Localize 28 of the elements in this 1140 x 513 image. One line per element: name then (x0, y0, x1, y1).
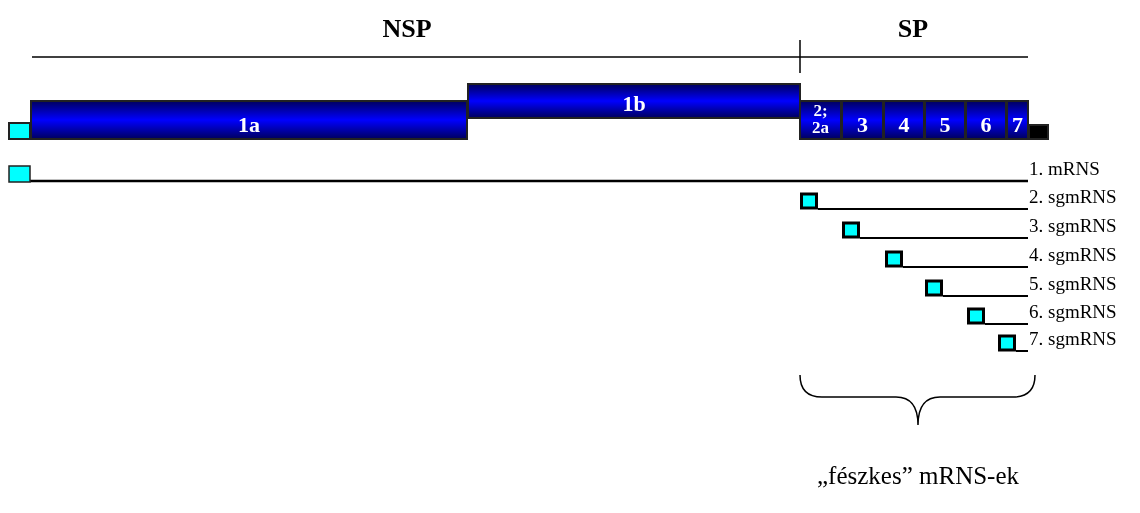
gene-box (924, 100, 966, 140)
gene-box (30, 100, 468, 140)
gene-label: 5 (939, 114, 951, 138)
gene-box (799, 100, 842, 140)
tail-box (1028, 124, 1049, 140)
transcript-label: 7. sgmRNS (1029, 328, 1117, 350)
gene-label: 4 (898, 114, 910, 138)
transcript-label: 4. sgmRNS (1029, 244, 1117, 266)
region-label: NSP (382, 14, 432, 44)
gene-label: 1a (238, 114, 260, 138)
transcript-label: 5. sgmRNS (1029, 273, 1117, 295)
gene-label: 1b (622, 93, 646, 117)
gene-label: 3 (857, 114, 868, 138)
gene-box (841, 100, 884, 140)
gene-label: 7 (1012, 114, 1023, 138)
transcript-label: 2. sgmRNS (1029, 186, 1117, 208)
transcript-label: 3. sgmRNS (1029, 215, 1117, 237)
gene-box (883, 100, 925, 140)
group-label: „fészkes” mRNS-ek (817, 462, 1019, 490)
gene-box (467, 83, 801, 119)
gene-label: 2; 2a (811, 102, 830, 138)
gene-box (1006, 100, 1029, 140)
transcript-label: 6. sgmRNS (1029, 301, 1117, 323)
transcript-label: 1. mRNS (1029, 158, 1100, 180)
gene-label: 6 (980, 114, 992, 138)
leader-box (8, 122, 31, 140)
gene-box (965, 100, 1007, 140)
region-label: SP (897, 14, 929, 44)
